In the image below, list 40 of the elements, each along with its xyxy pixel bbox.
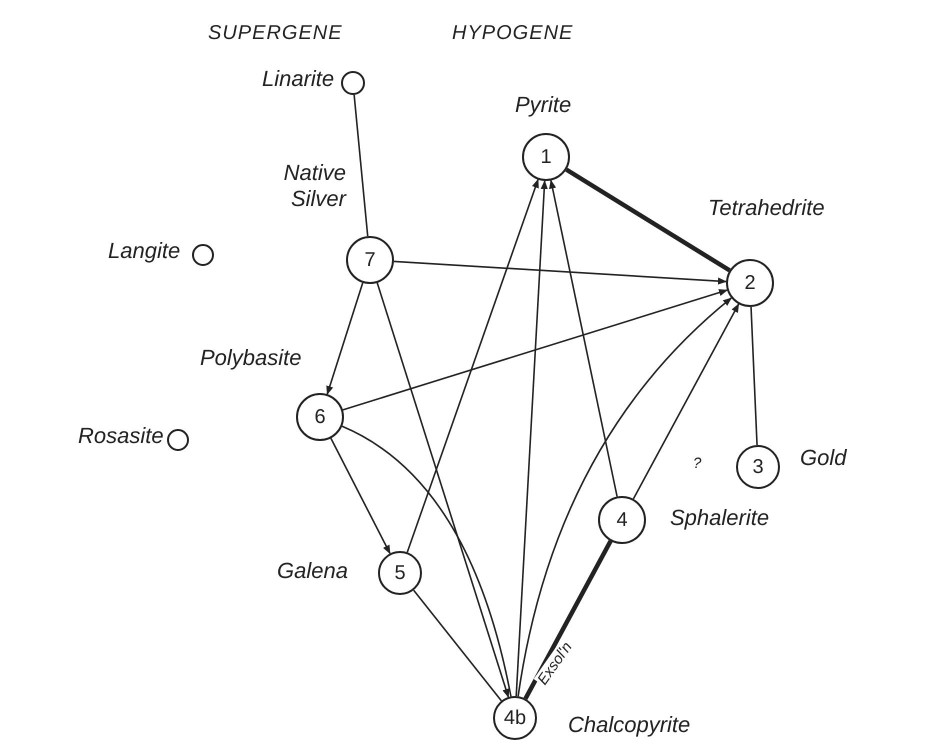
arrow [330,438,391,554]
mineral-name: Native Silver [282,160,346,212]
mineral-name: Pyrite [515,92,572,118]
arrow [326,282,364,395]
numbered-circle: 1 [522,133,570,181]
mineral-name: Chalcopyrite [568,712,690,738]
mineral-name: Galena [277,558,348,584]
numbered-circle: 2 [726,259,774,307]
arrow [342,289,728,411]
empty-circle [167,429,189,451]
connector-line [523,540,613,700]
numbered-circle: 4b [493,696,537,740]
connector-line [750,306,758,446]
empty-circle [341,71,365,95]
arrow [394,260,727,285]
connector-line [413,590,502,702]
arrow [632,303,740,500]
arrow [515,180,548,696]
column-heading: SUPERGENE [208,22,343,45]
arrow [517,297,732,696]
connector-line [353,94,368,236]
mineral-name: Polybasite [200,345,302,371]
numbered-circle: 3 [736,445,780,489]
numbered-circle: 4 [598,496,646,544]
mineral-name: Rosasite [78,423,164,449]
empty-circle [192,244,214,266]
mineral-name: Langite [108,238,180,264]
mineral-name: Linarite [262,66,334,92]
column-heading: HYPOGENE [452,22,574,45]
mineral-name: Tetrahedrite [708,195,825,221]
numbered-circle: 7 [346,236,394,284]
arrow [376,282,510,698]
numbered-circle: 5 [378,551,422,595]
arrow [406,178,539,552]
connector-line [565,168,731,272]
connector-line [342,426,512,697]
mineral-name: Sphalerite [670,505,770,531]
mineral-name: Gold [800,445,846,471]
numbered-circle: 6 [296,393,344,441]
arrow [549,180,618,497]
